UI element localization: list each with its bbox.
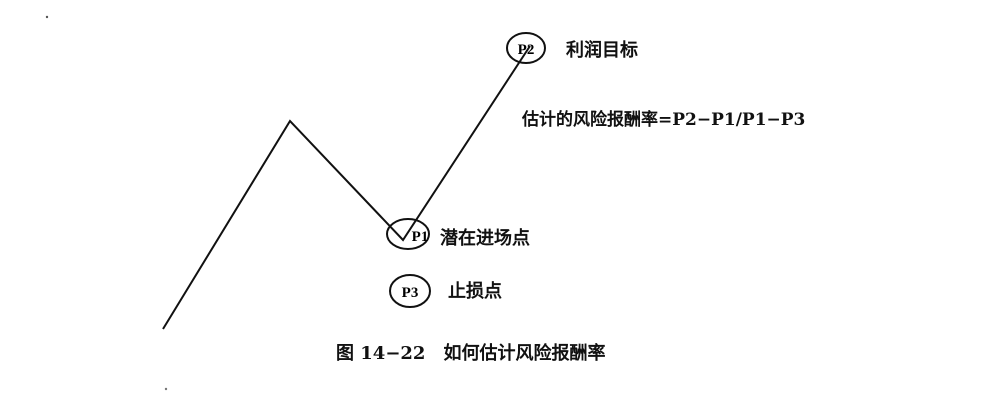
price-path-line bbox=[162, 45, 531, 330]
p3-label-stop-loss: 止损点 bbox=[448, 281, 502, 302]
figure-caption: 图 14−22 如何估计风险报酬率 bbox=[336, 343, 606, 364]
p2-tag: P2 bbox=[518, 42, 535, 58]
p2-label-profit-target: 利润目标 bbox=[566, 40, 638, 61]
risk-reward-formula: 估计的风险报酬率=P2−P1/P1−P3 bbox=[522, 110, 806, 130]
p1-circle-marker bbox=[386, 218, 430, 250]
p2-circle-marker bbox=[506, 32, 546, 64]
scan-speck bbox=[45, 15, 49, 19]
scan-speck bbox=[164, 387, 168, 391]
p3-tag: P3 bbox=[402, 285, 419, 301]
p3-circle-marker bbox=[389, 274, 431, 308]
p1-tag: P1 bbox=[412, 229, 429, 245]
p1-label-entry-point: 潜在进场点 bbox=[440, 228, 530, 249]
